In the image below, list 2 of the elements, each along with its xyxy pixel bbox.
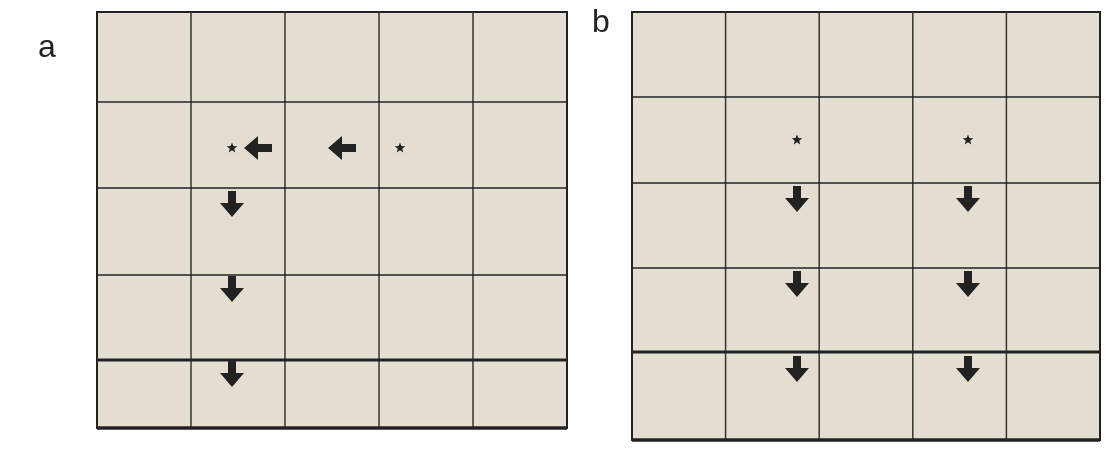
panel-label: a <box>38 30 56 62</box>
panel-label: b <box>592 5 610 37</box>
